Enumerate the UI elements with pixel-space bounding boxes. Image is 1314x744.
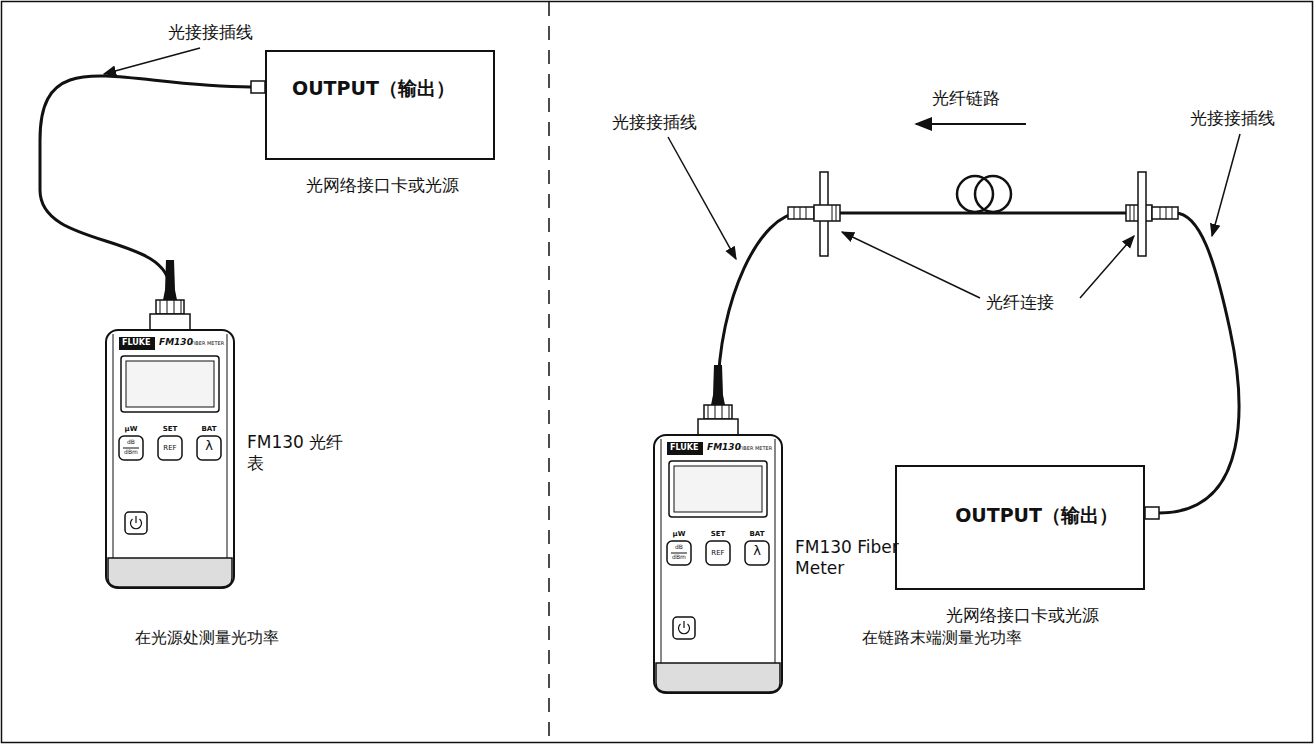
callout-label: 光接接插线: [1190, 108, 1275, 128]
brand-text: FLUKE: [122, 338, 150, 347]
model-subtext: FIBER METER: [739, 446, 772, 452]
key: [667, 541, 691, 565]
device-name: FM130 Fiber Meter: [795, 537, 905, 580]
device-name: 光网络接口卡或光源: [306, 176, 459, 196]
stroke: [683, 621, 684, 628]
stroke: [113, 334, 227, 558]
stroke: [722, 405, 723, 419]
model-subtext: FIBER METER: [191, 341, 224, 347]
key-label: μW: [667, 530, 691, 538]
brand-plate: [119, 337, 155, 350]
patch-cord: [40, 76, 265, 290]
leader-line: [842, 232, 980, 298]
key-label: λ: [745, 544, 769, 559]
brand-text: FLUKE: [670, 443, 698, 452]
meter-base: [656, 663, 780, 692]
stroke: [181, 300, 182, 314]
model-text: FM130: [707, 442, 741, 452]
key-label: λ: [197, 439, 221, 454]
connector-base: [698, 419, 738, 435]
connector-nut: [704, 405, 732, 419]
key-label: dB: [667, 544, 691, 551]
meter-illustration: [653, 395, 783, 695]
model-text: FM130: [159, 337, 193, 347]
cable: [40, 76, 251, 290]
device-name: 光网络接口卡或光源: [946, 606, 1099, 626]
key-label: SET: [158, 425, 182, 433]
stroke: [715, 405, 716, 419]
device-name: FM130 光纤表: [247, 432, 357, 475]
stroke: [174, 300, 175, 314]
cable-boot: [713, 365, 723, 395]
meter-illustration: [105, 290, 235, 590]
key-label: SET: [706, 530, 730, 538]
fiber-adapter: [788, 172, 840, 256]
leader-line: [1080, 236, 1134, 298]
screen-glass: [674, 466, 762, 512]
plug: [251, 81, 265, 93]
key: [158, 436, 182, 460]
direction-arrow: [916, 123, 1026, 125]
device-box: OUTPUT（输出）光网络接口卡或光源: [895, 465, 1145, 590]
port-label: OUTPUT（输出）: [292, 78, 455, 100]
stroke: [729, 405, 730, 419]
key: [119, 436, 143, 460]
callout-label: 光纤链路: [932, 88, 1000, 108]
stroke: [135, 516, 136, 523]
key: [745, 541, 769, 565]
port-label: OUTPUT（输出）: [955, 505, 1118, 527]
screen: [121, 356, 219, 412]
power-key: [673, 617, 695, 639]
key: [706, 541, 730, 565]
leader-line: [668, 137, 736, 259]
key-label: μW: [119, 425, 143, 433]
fiber-meter: FLUKEFM130FIBER METERμWSETBATdBdBmREFλFM…: [653, 395, 783, 695]
key: [197, 436, 221, 460]
meter-body: [106, 330, 234, 588]
cable-boot: [711, 395, 725, 405]
screen-glass: [126, 361, 214, 407]
device-box: OUTPUT（输出）光网络接口卡或光源: [265, 50, 495, 160]
callout-label: 光接接插线: [168, 22, 253, 42]
brand-plate: [667, 442, 703, 455]
key-label: BAT: [197, 425, 221, 433]
divider: [548, 2, 550, 742]
meter-base: [108, 558, 232, 587]
leader-line: [104, 48, 200, 74]
callout-label: 光纤连接: [986, 292, 1054, 312]
key-label: dBm: [667, 554, 691, 561]
caption-text: 在链路末端测量光功率: [862, 628, 1022, 647]
key-label: dBm: [119, 449, 143, 456]
stroke: [708, 405, 709, 419]
key-label: REF: [706, 549, 730, 557]
cable-boot: [163, 290, 177, 300]
connector-base: [150, 314, 190, 330]
plug: [1145, 507, 1159, 519]
fiber-coil: [975, 176, 1011, 212]
fiber-adapter: [1126, 172, 1178, 256]
stroke: [661, 439, 775, 663]
stroke: [167, 300, 168, 314]
key-label: BAT: [745, 530, 769, 538]
stroke: [160, 300, 161, 314]
key-label: REF: [158, 444, 182, 452]
meter-body: [654, 435, 782, 693]
fiber-meter: FLUKEFM130FIBER METERμWSETBATdBdBmREFλFM…: [105, 290, 235, 590]
callout-label: 光接接插线: [612, 112, 697, 132]
cable-boot: [165, 260, 175, 290]
connector-nut: [156, 300, 184, 314]
key-label: dB: [119, 439, 143, 446]
screen: [669, 461, 767, 517]
leader-line: [1212, 134, 1240, 236]
power-key: [125, 512, 147, 534]
caption-text: 在光源处测量光功率: [135, 628, 279, 647]
